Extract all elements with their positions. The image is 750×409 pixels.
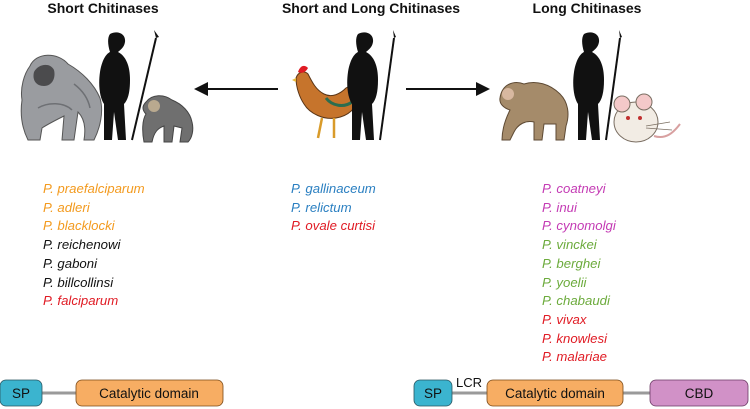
short-chitinase-species-item: P. reichenowi [43, 237, 121, 253]
long-chitinase-domain-architecture: SP LCR Catalytic domain CBD [413, 375, 749, 407]
macaque-icon [499, 81, 569, 141]
human-silhouette-icon [573, 30, 622, 141]
long-chitinase-species-item: P. malariae [542, 349, 607, 365]
long-chitinase-species-list: P. coatneyi P. inui P. cynomolgi P. vinckei… [542, 180, 616, 367]
long-sp-label: SP [424, 386, 442, 401]
long-catalytic-label: Catalytic domain [505, 386, 605, 401]
chimpanzee-icon [142, 95, 194, 143]
short-and-long-chitinase-species-item: P. ovale curtisi [291, 218, 376, 234]
short-and-long-chitinase-species-item: P. relictum [291, 199, 352, 215]
short-chitinase-domain-architecture: SP Catalytic domain [0, 379, 224, 407]
header-long-chitinases: Long Chitinases [532, 0, 642, 16]
long-cbd-domain [649, 379, 749, 407]
long-chitinase-species-item: P. cynomolgi [542, 218, 616, 234]
short-sp-domain [0, 379, 43, 407]
domain-architecture: SP Catalytic domain SP LCR Catalytic dom… [0, 375, 749, 407]
gorilla-icon [20, 54, 103, 141]
short-sp-label: SP [12, 386, 30, 401]
long-chitinase-species-item: P. coatneyi [542, 181, 606, 196]
human-silhouette-icon [347, 30, 396, 141]
short-and-long-chitinase-species-list: P. gallinaceum P. relictum P. ovale curtis… [291, 180, 376, 236]
short-chitinase-species-item: P. gaboni [43, 255, 98, 271]
short-catalytic-label: Catalytic domain [99, 386, 199, 401]
long-lcr-label: LCR [456, 375, 482, 390]
short-chitinase-species-item: P. adleri [43, 199, 90, 215]
arrow-right-icon [406, 82, 490, 96]
short-and-long-hosts-illustration [292, 30, 396, 141]
header-short-chitinases: Short Chitinases [47, 0, 159, 16]
short-chitinase-species-item: P. praefalciparum [43, 181, 145, 196]
header-short-and-long-chitinases: Short and Long Chitinases [281, 0, 461, 16]
human-silhouette-icon [99, 30, 159, 141]
short-chitinase-species-item: P. falciparum [43, 293, 119, 309]
rat-icon [613, 93, 681, 143]
long-chitinase-species-item: P. vivax [542, 311, 587, 327]
short-and-long-chitinase-species-item: P. gallinaceum [291, 181, 376, 196]
long-cbd-label: CBD [685, 386, 714, 401]
long-sp-domain [413, 379, 453, 407]
long-chitinase-species-item: P. vinckei [542, 237, 597, 253]
arrow-left-icon [194, 82, 278, 96]
long-chitinase-species-item: P. knowlesi [542, 330, 607, 346]
long-chitinase-species-item: P. inui [542, 199, 577, 215]
long-chitinase-species-item: P. berghei [542, 255, 601, 271]
long-catalytic-domain [486, 379, 624, 407]
short-chitinase-species-item: P. blacklocki [43, 218, 115, 234]
short-catalytic-domain [75, 379, 224, 407]
long-chitinase-species-item: P. chabaudi [542, 293, 610, 309]
long-hosts-illustration [499, 30, 681, 143]
long-chitinase-species-item: P. yoelii [542, 274, 587, 290]
short-hosts-illustration [20, 30, 194, 143]
short-chitinase-species-item: P. billcollinsi [43, 274, 114, 290]
